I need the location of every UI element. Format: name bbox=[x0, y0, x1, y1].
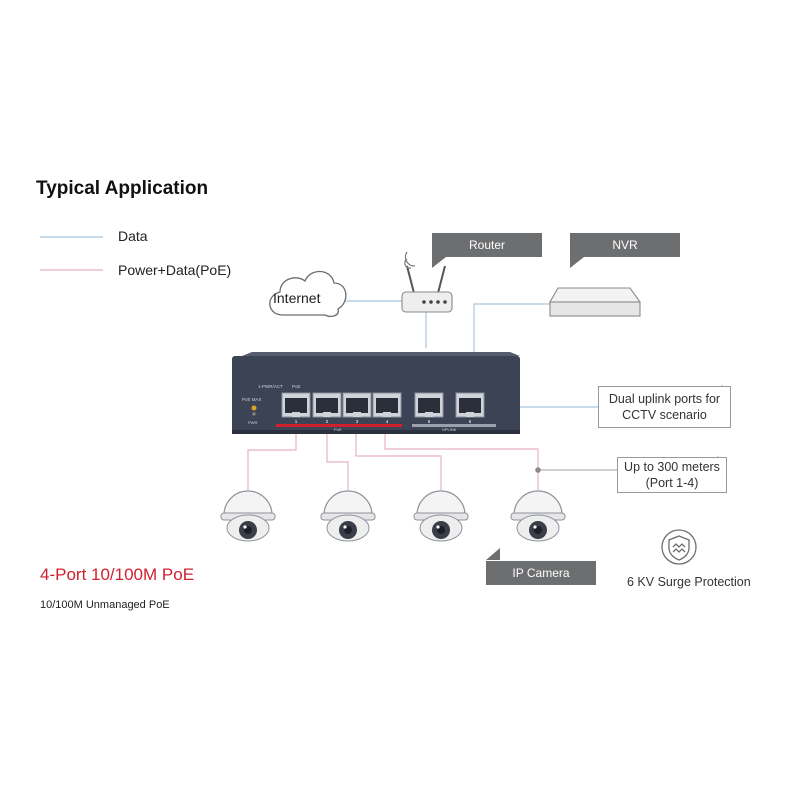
pwr-led bbox=[252, 412, 256, 416]
switch-label-pwr-act: 1-PWR/ACT bbox=[258, 384, 283, 389]
surge-protection-label: 6 KV Surge Protection bbox=[627, 575, 751, 589]
rj45-port-5 bbox=[414, 392, 444, 418]
legend-data-label: Data bbox=[118, 228, 148, 244]
nvr-icon bbox=[549, 287, 642, 317]
data-links bbox=[336, 300, 598, 408]
rj45-port-1 bbox=[281, 392, 311, 418]
link-port4-camera4 bbox=[384, 430, 539, 490]
router-callout: Router bbox=[432, 233, 542, 257]
internet-label: Internet bbox=[273, 290, 321, 306]
poe-links bbox=[247, 430, 617, 490]
link-port3-camera3 bbox=[355, 430, 442, 490]
rj45-port-4 bbox=[372, 392, 402, 418]
switch-label-poe-top: PoE bbox=[292, 384, 301, 389]
router-icon bbox=[401, 251, 453, 313]
internet-cloud-icon bbox=[269, 270, 347, 317]
ip-camera-callout-pointer bbox=[486, 548, 500, 560]
rj45-port-2 bbox=[312, 392, 342, 418]
distance-dot bbox=[535, 467, 541, 473]
surge-protection-icon bbox=[661, 529, 697, 565]
product-subtitle: 10/100M Unmanaged PoE bbox=[40, 599, 170, 611]
link-port1-camera1 bbox=[247, 430, 297, 490]
link-port2-camera2 bbox=[326, 430, 349, 490]
port-number-5: 5 bbox=[428, 419, 431, 424]
rj45-port-6 bbox=[455, 392, 485, 418]
dome-camera-3-icon bbox=[413, 490, 469, 542]
diagram-title: Typical Application bbox=[36, 178, 209, 199]
product-title: 4-Port 10/100M PoE bbox=[40, 565, 195, 584]
distance-note: Up to 300 meters (Port 1-4) bbox=[617, 457, 727, 493]
nvr-callout: NVR bbox=[570, 233, 680, 257]
switch-label-pwr: PWR bbox=[248, 420, 257, 425]
switch-label-poe-max: PoE MAX bbox=[242, 397, 262, 402]
port-number-3: 3 bbox=[356, 419, 359, 424]
poe-max-led bbox=[251, 405, 257, 411]
dome-camera-1-icon bbox=[220, 490, 276, 542]
legend-poe-label: Power+Data(PoE) bbox=[118, 262, 232, 278]
dome-camera-4-icon bbox=[510, 490, 566, 542]
router-callout-pointer bbox=[432, 257, 446, 268]
ip-camera-callout: IP Camera bbox=[486, 561, 596, 585]
link-nvr-switch bbox=[473, 303, 552, 354]
switch-label-uplink-group: UPLINK bbox=[442, 427, 457, 432]
port-number-1: 1 bbox=[295, 419, 298, 424]
switch-label-poe-group: PoE bbox=[334, 427, 342, 432]
dual-uplink-note-text: Dual uplink ports for CCTV scenario bbox=[608, 392, 721, 422]
dome-camera-icons bbox=[220, 490, 566, 542]
nvr-callout-pointer bbox=[570, 257, 584, 268]
port-number-2: 2 bbox=[326, 419, 329, 424]
distance-note-line2: (Port 1-4) bbox=[645, 476, 699, 490]
dual-uplink-note: Dual uplink ports for CCTV scenario bbox=[598, 386, 731, 428]
distance-note-line1: Up to 300 meters bbox=[624, 460, 720, 474]
dome-camera-2-icon bbox=[320, 490, 376, 542]
port-number-4: 4 bbox=[386, 419, 389, 424]
port-number-6: 6 bbox=[469, 419, 472, 424]
rj45-port-3 bbox=[342, 392, 372, 418]
rj45-ports bbox=[281, 392, 485, 418]
